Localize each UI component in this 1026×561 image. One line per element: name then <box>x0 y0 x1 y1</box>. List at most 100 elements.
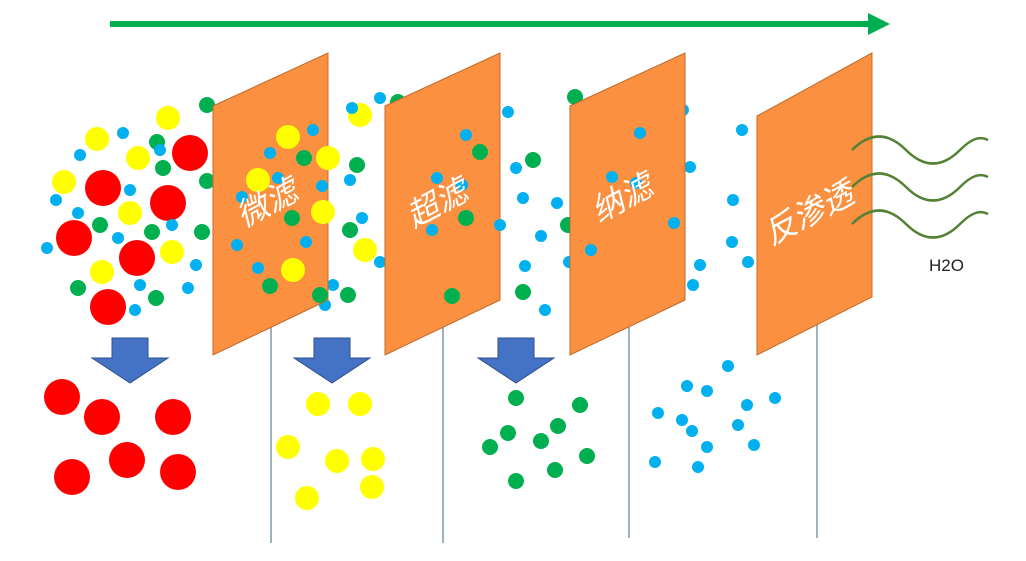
blue-particle <box>494 219 506 231</box>
yellow-particle <box>316 146 340 170</box>
flow-direction-arrow <box>110 13 890 35</box>
blue-particle <box>50 194 62 206</box>
green-particle <box>144 224 160 240</box>
yellow-particle <box>118 201 142 225</box>
green-particle <box>550 418 566 434</box>
green-particle <box>342 222 358 238</box>
blue-particle <box>307 124 319 136</box>
blue-particle <box>742 256 754 268</box>
blue-particle <box>701 441 713 453</box>
red-particle <box>155 399 191 435</box>
blue-particle <box>374 92 386 104</box>
blue-particle <box>606 171 618 183</box>
blue-particle <box>741 399 753 411</box>
green-particle <box>444 288 460 304</box>
green-particle <box>482 439 498 455</box>
red-particle <box>119 240 155 276</box>
blue-particle <box>272 172 284 184</box>
blue-particle <box>166 219 178 231</box>
blue-particle <box>431 172 443 184</box>
green-particle <box>500 425 516 441</box>
yellow-particle <box>295 486 319 510</box>
blue-particle <box>692 461 704 473</box>
green-particle <box>349 157 365 173</box>
membrane-nanofiltration <box>569 52 686 356</box>
blue-particle <box>736 124 748 136</box>
blue-particle <box>154 144 166 156</box>
wave-icon <box>851 135 989 239</box>
blue-particle <box>344 174 356 186</box>
blue-particle <box>356 212 368 224</box>
blue-particle <box>316 180 328 192</box>
green-particle <box>533 433 549 449</box>
blue-particle <box>190 259 202 271</box>
blue-particle <box>134 279 146 291</box>
blue-particle <box>630 177 642 189</box>
blue-particle <box>722 360 734 372</box>
blue-particle <box>502 106 514 118</box>
membrane-ultrafiltration <box>384 52 501 356</box>
drain-pipes <box>270 322 818 543</box>
blue-particle <box>701 385 713 397</box>
blue-particle <box>374 256 386 268</box>
green-particle <box>199 173 215 189</box>
blue-particle <box>124 184 136 196</box>
blue-particle <box>300 236 312 248</box>
blue-particle <box>346 102 358 114</box>
yellow-particle <box>361 447 385 471</box>
blue-particle <box>519 260 531 272</box>
green-particle <box>472 144 488 160</box>
red-particle <box>44 379 80 415</box>
blue-particle <box>182 282 194 294</box>
blue-particle <box>652 407 664 419</box>
blue-particle <box>264 147 276 159</box>
green-particle <box>155 160 171 176</box>
blue-particle <box>726 236 738 248</box>
green-particle <box>296 150 312 166</box>
red-particle <box>84 399 120 435</box>
blue-particle <box>74 149 86 161</box>
red-particle <box>85 170 121 206</box>
blue-particle <box>231 239 243 251</box>
blue-particle <box>517 192 529 204</box>
green-particle <box>284 210 300 226</box>
particles-front <box>44 124 781 510</box>
blue-particle <box>686 425 698 437</box>
red-particle <box>172 135 208 171</box>
blue-particle <box>112 232 124 244</box>
blue-particle <box>649 456 661 468</box>
red-particle <box>109 442 145 478</box>
yellow-particle <box>311 200 335 224</box>
down-arrow-icon <box>90 337 170 384</box>
yellow-particle <box>126 146 150 170</box>
blue-particle <box>327 279 339 291</box>
green-particle <box>515 284 531 300</box>
particles-behind <box>41 89 754 325</box>
green-particle <box>508 390 524 406</box>
green-particle <box>340 287 356 303</box>
green-particle <box>572 397 588 413</box>
yellow-particle <box>276 125 300 149</box>
yellow-particle <box>353 238 377 262</box>
blue-particle <box>585 244 597 256</box>
blue-particle <box>510 162 522 174</box>
green-particle <box>262 278 278 294</box>
yellow-particle <box>52 170 76 194</box>
blue-particle <box>681 380 693 392</box>
blue-particle <box>236 191 248 203</box>
green-particle <box>547 462 563 478</box>
blue-particle <box>634 127 646 139</box>
yellow-particle <box>325 449 349 473</box>
green-particle <box>567 89 583 105</box>
blue-particle <box>668 217 680 229</box>
blue-particle <box>539 304 551 316</box>
blue-particle <box>748 439 760 451</box>
blue-particle <box>732 419 744 431</box>
down-arrow-icon <box>476 337 556 384</box>
yellow-particle <box>360 475 384 499</box>
yellow-particle <box>160 240 184 264</box>
output-label-h2o: H2O <box>929 256 964 275</box>
blue-particle <box>684 161 696 173</box>
blue-particle <box>535 230 547 242</box>
blue-particle <box>769 392 781 404</box>
